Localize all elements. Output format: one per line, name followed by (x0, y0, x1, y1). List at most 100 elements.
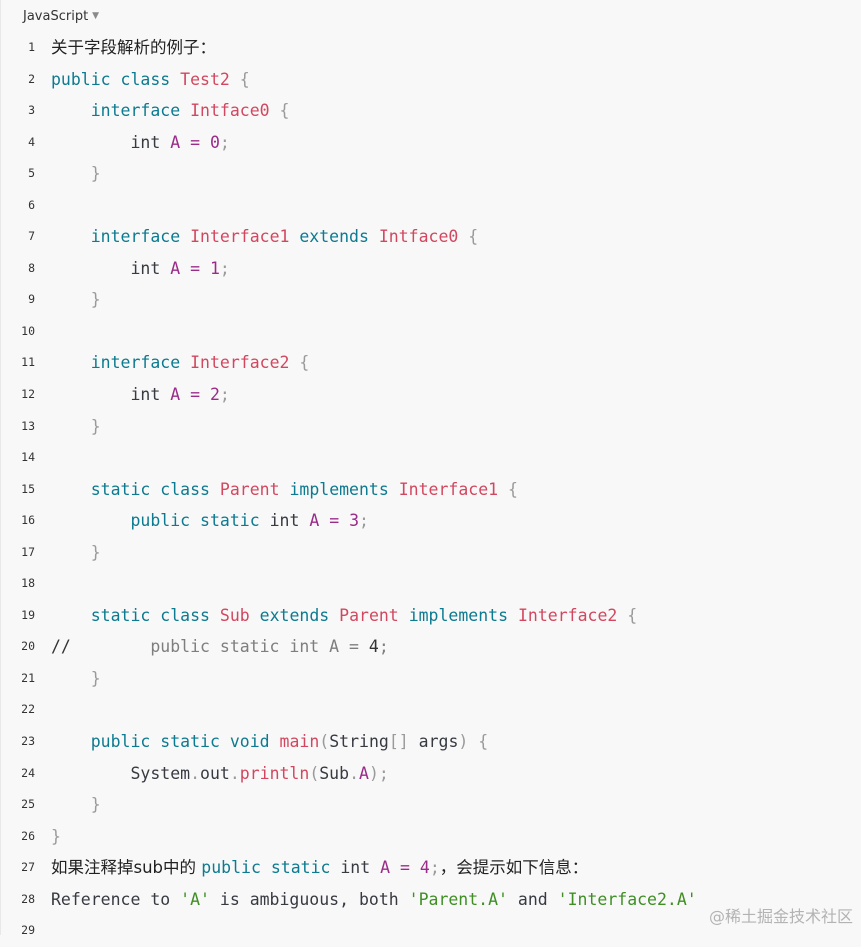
code-token: { (478, 732, 489, 752)
line-content: interface Intface0 { (51, 95, 290, 127)
code-token: Sub (319, 763, 350, 783)
code-token (190, 511, 200, 530)
watermark: @稀土掘金技术社区 (708, 907, 853, 926)
code-token: A (170, 385, 181, 405)
code-token: static (90, 479, 151, 499)
code-token: ，会提示如下信息： (439, 858, 589, 878)
code-token: = (190, 258, 201, 278)
line-number: 18 (21, 576, 35, 591)
line-number: 27 (21, 860, 35, 875)
code-token: Test2 (180, 69, 230, 89)
code-token: void (229, 732, 270, 752)
code-token (150, 732, 160, 751)
code-token: implements (408, 605, 509, 625)
code-token (180, 353, 190, 372)
code-token (160, 259, 170, 278)
code-token: { (508, 479, 518, 499)
code-token (150, 606, 160, 625)
code-token: main (279, 732, 320, 752)
code-token (230, 70, 240, 89)
line-number: 11 (21, 355, 35, 370)
code-line: 3 interface Intface0 { (1, 95, 861, 127)
code-line: 14 (1, 442, 861, 474)
code-token (498, 480, 508, 499)
code-token (51, 669, 91, 688)
language-selector[interactable]: JavaScript ▼ (1, 0, 861, 32)
line-content: int A = 1; (51, 253, 230, 285)
code-token: class (120, 69, 171, 89)
code-token (200, 133, 210, 152)
code-token (51, 511, 130, 530)
code-token: } (90, 290, 101, 310)
code-line: 6 (1, 190, 861, 222)
code-line: 29 (1, 915, 861, 947)
code-token: Intface0 (190, 101, 270, 121)
code-token: Interface2 (190, 353, 290, 373)
line-content: } (51, 411, 101, 443)
line-number: 8 (28, 260, 35, 275)
code-token: { (299, 353, 310, 373)
line-content: public static void main(String[] args) { (51, 726, 488, 758)
code-token: class (160, 605, 210, 625)
code-token: ; (359, 511, 369, 531)
code-token: } (90, 416, 101, 436)
code-token: A (359, 763, 369, 783)
code-token (51, 259, 130, 278)
code-token (51, 606, 91, 625)
line-content: } (51, 663, 101, 695)
line-number: 16 (21, 513, 35, 528)
code-token: Parent (339, 605, 399, 625)
line-content: Reference to 'A' is ambiguous, both 'Par… (51, 884, 697, 916)
code-token (270, 101, 280, 120)
code-token: static (270, 858, 331, 878)
line-content: } (51, 821, 61, 853)
line-number: 4 (28, 134, 35, 149)
code-token: Sub (219, 605, 250, 625)
code-token: extends (259, 605, 330, 625)
code-line: 7 interface Interface1 extends Intface0 … (1, 221, 861, 253)
line-number: 21 (21, 670, 35, 685)
code-token: A (170, 258, 181, 278)
code-token: ; (219, 132, 230, 152)
code-token (160, 385, 170, 404)
code-token: Interface1 (190, 227, 290, 247)
line-content: System.out.println(Sub.A); (51, 758, 388, 790)
line-number: 19 (21, 607, 35, 622)
code-token: Interface1 (398, 479, 499, 499)
code-token (617, 606, 627, 625)
line-number: 6 (28, 197, 35, 212)
code-token: 如果注释掉sub中的 (51, 858, 202, 878)
code-token: 'Parent.A' (408, 889, 508, 909)
code-token: ) (458, 732, 469, 752)
line-number: 20 (21, 639, 35, 654)
line-content: interface Interface2 { (51, 347, 310, 379)
code-token (180, 101, 190, 120)
code-line: 18 (1, 568, 861, 600)
code-token (150, 480, 160, 499)
code-token: [] (388, 732, 409, 752)
line-number: 3 (28, 103, 35, 118)
code-token (180, 259, 190, 278)
code-token: static (160, 732, 220, 752)
code-token: . (190, 763, 201, 783)
line-content: } (51, 158, 101, 190)
line-content: // public static int A = 4; (51, 631, 389, 663)
line-number: 1 (28, 40, 35, 54)
code-token (51, 480, 91, 499)
code-token: 4 (368, 637, 379, 657)
code-line: 13 } (1, 411, 861, 443)
code-token (51, 133, 130, 152)
code-token: 'Interface2.A' (557, 889, 697, 909)
code-token: ; (429, 858, 440, 878)
code-token: int (130, 258, 161, 278)
line-number: 7 (28, 229, 35, 244)
code-token (339, 511, 349, 530)
code-token: ; (219, 258, 230, 278)
line-number: 15 (21, 481, 35, 496)
code-token: public (51, 69, 111, 89)
code-token: 'A' (180, 889, 210, 909)
